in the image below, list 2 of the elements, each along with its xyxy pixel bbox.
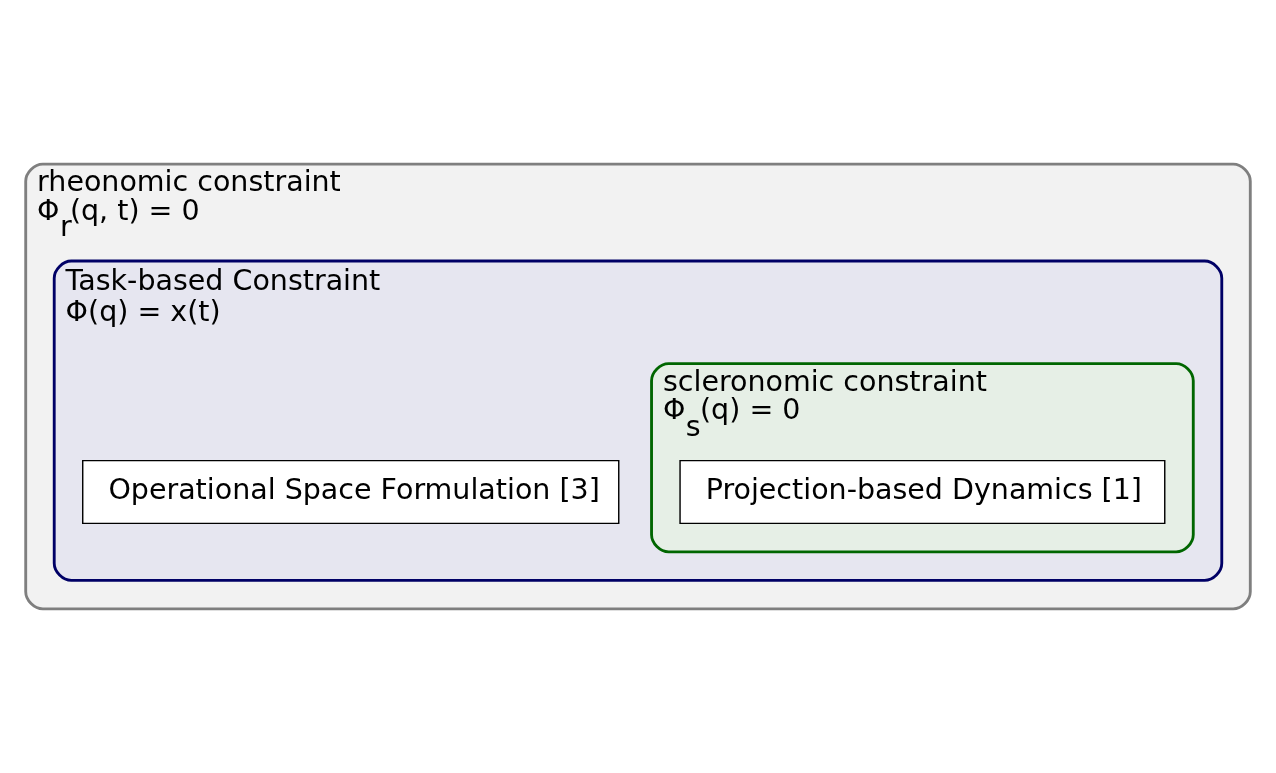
- node-box: Operational Space Formulation [3]: [82, 459, 620, 525]
- node-box: Projection-based Dynamics [1]: [679, 459, 1166, 525]
